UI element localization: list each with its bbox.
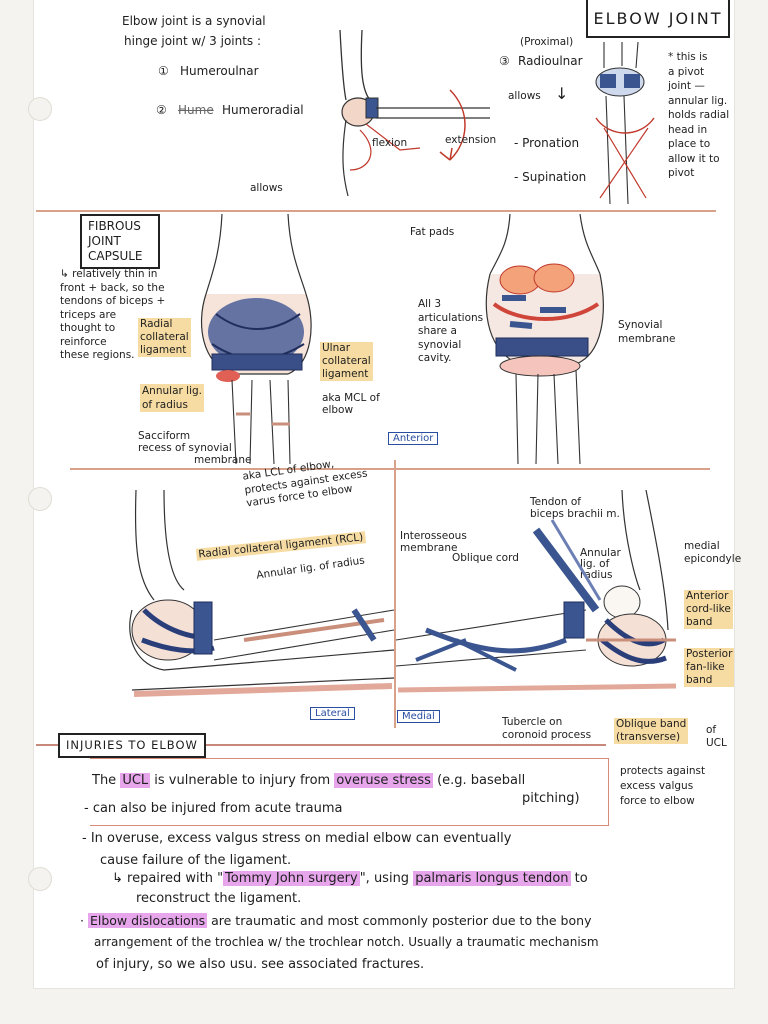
joint-3-number: ③ <box>499 54 510 68</box>
anterior-view-tag: Anterior <box>388 432 439 445</box>
elbow-hinge-sketch <box>339 29 490 197</box>
allows-label: allows <box>250 182 283 194</box>
flexion-label: flexion <box>372 137 408 149</box>
punch-hole <box>28 867 52 891</box>
ucl-callout-box <box>90 758 609 826</box>
injury-line-2: - can also be injured from acute trauma <box>84 801 343 816</box>
page-title: ELBOW JOINT <box>586 0 730 38</box>
injury-line-1: The UCL is vulnerable to injury from ove… <box>92 773 526 788</box>
injury-line-1b: pitching) <box>522 791 580 806</box>
joint-2-label: Humeroradial <box>222 103 304 117</box>
injuries-heading: INJURIES TO ELBOW <box>58 733 206 758</box>
view-divider <box>394 460 396 728</box>
injury-line-6: reconstruct the ligament. <box>136 891 302 906</box>
posterior-band-label: Posterior fan-like band <box>684 648 735 687</box>
allows-top-label: allows <box>508 90 541 102</box>
injury-line-3: - In overuse, excess valgus stress on me… <box>82 831 512 846</box>
pronation-label: - Pronation <box>514 136 580 150</box>
proximal-label: (Proximal) <box>520 36 574 48</box>
medial-view-sketch <box>396 490 677 693</box>
injury-line-4: cause failure of the ligament. <box>100 853 292 868</box>
joint-1-number: ① <box>158 64 169 78</box>
radial-collateral-label: Radial collateral ligament <box>138 318 191 357</box>
fat-pads-label: Fat pads <box>410 226 455 238</box>
ulnar-collateral-label: Ulnar collateral ligament <box>320 342 373 381</box>
radioulnar-pivot-sketch <box>595 41 655 205</box>
section-divider <box>36 210 716 212</box>
synovial-membrane-sketch <box>485 214 604 464</box>
injuries-rule <box>36 744 606 746</box>
fibrous-capsule-sketch <box>200 214 312 464</box>
injury-line-8: arrangement of the trochlea w/ the troch… <box>94 935 599 949</box>
annular-lig-label: Annular lig. of radius <box>140 384 204 412</box>
injury-line-9: of injury, so we also usu. see associate… <box>96 957 425 972</box>
joint-1-label: Humeroulnar <box>180 64 259 78</box>
section-divider <box>70 468 710 470</box>
lateral-view-tag: Lateral <box>310 707 355 720</box>
down-arrow-icon: ↓ <box>555 84 569 103</box>
crossed-out-word: Hume <box>178 103 214 117</box>
injury-line-5: ↳ repaired with "Tommy John surgery", us… <box>112 871 588 886</box>
intro-line-1: Elbow joint is a synovial <box>122 14 266 28</box>
notebook-page <box>34 0 734 988</box>
medial-view-tag: Medial <box>397 710 440 723</box>
oblique-band-label: Oblique band (transverse) <box>614 718 689 744</box>
injury-line-7: · Elbow dislocations are traumatic and m… <box>80 913 592 928</box>
extension-label: extension <box>445 134 497 146</box>
intro-line-2: hinge joint w/ 3 joints : <box>124 34 262 48</box>
punch-hole <box>28 487 52 511</box>
lateral-view-sketch <box>129 490 395 697</box>
joint-2-number: ② <box>156 103 167 117</box>
anterior-band-label: Anterior cord-like band <box>684 590 733 629</box>
punch-hole <box>28 97 52 121</box>
joint-3-label: Radioulnar <box>518 54 583 68</box>
oblique-cord-label: Oblique cord <box>452 552 519 564</box>
supination-label: - Supination <box>514 170 587 184</box>
